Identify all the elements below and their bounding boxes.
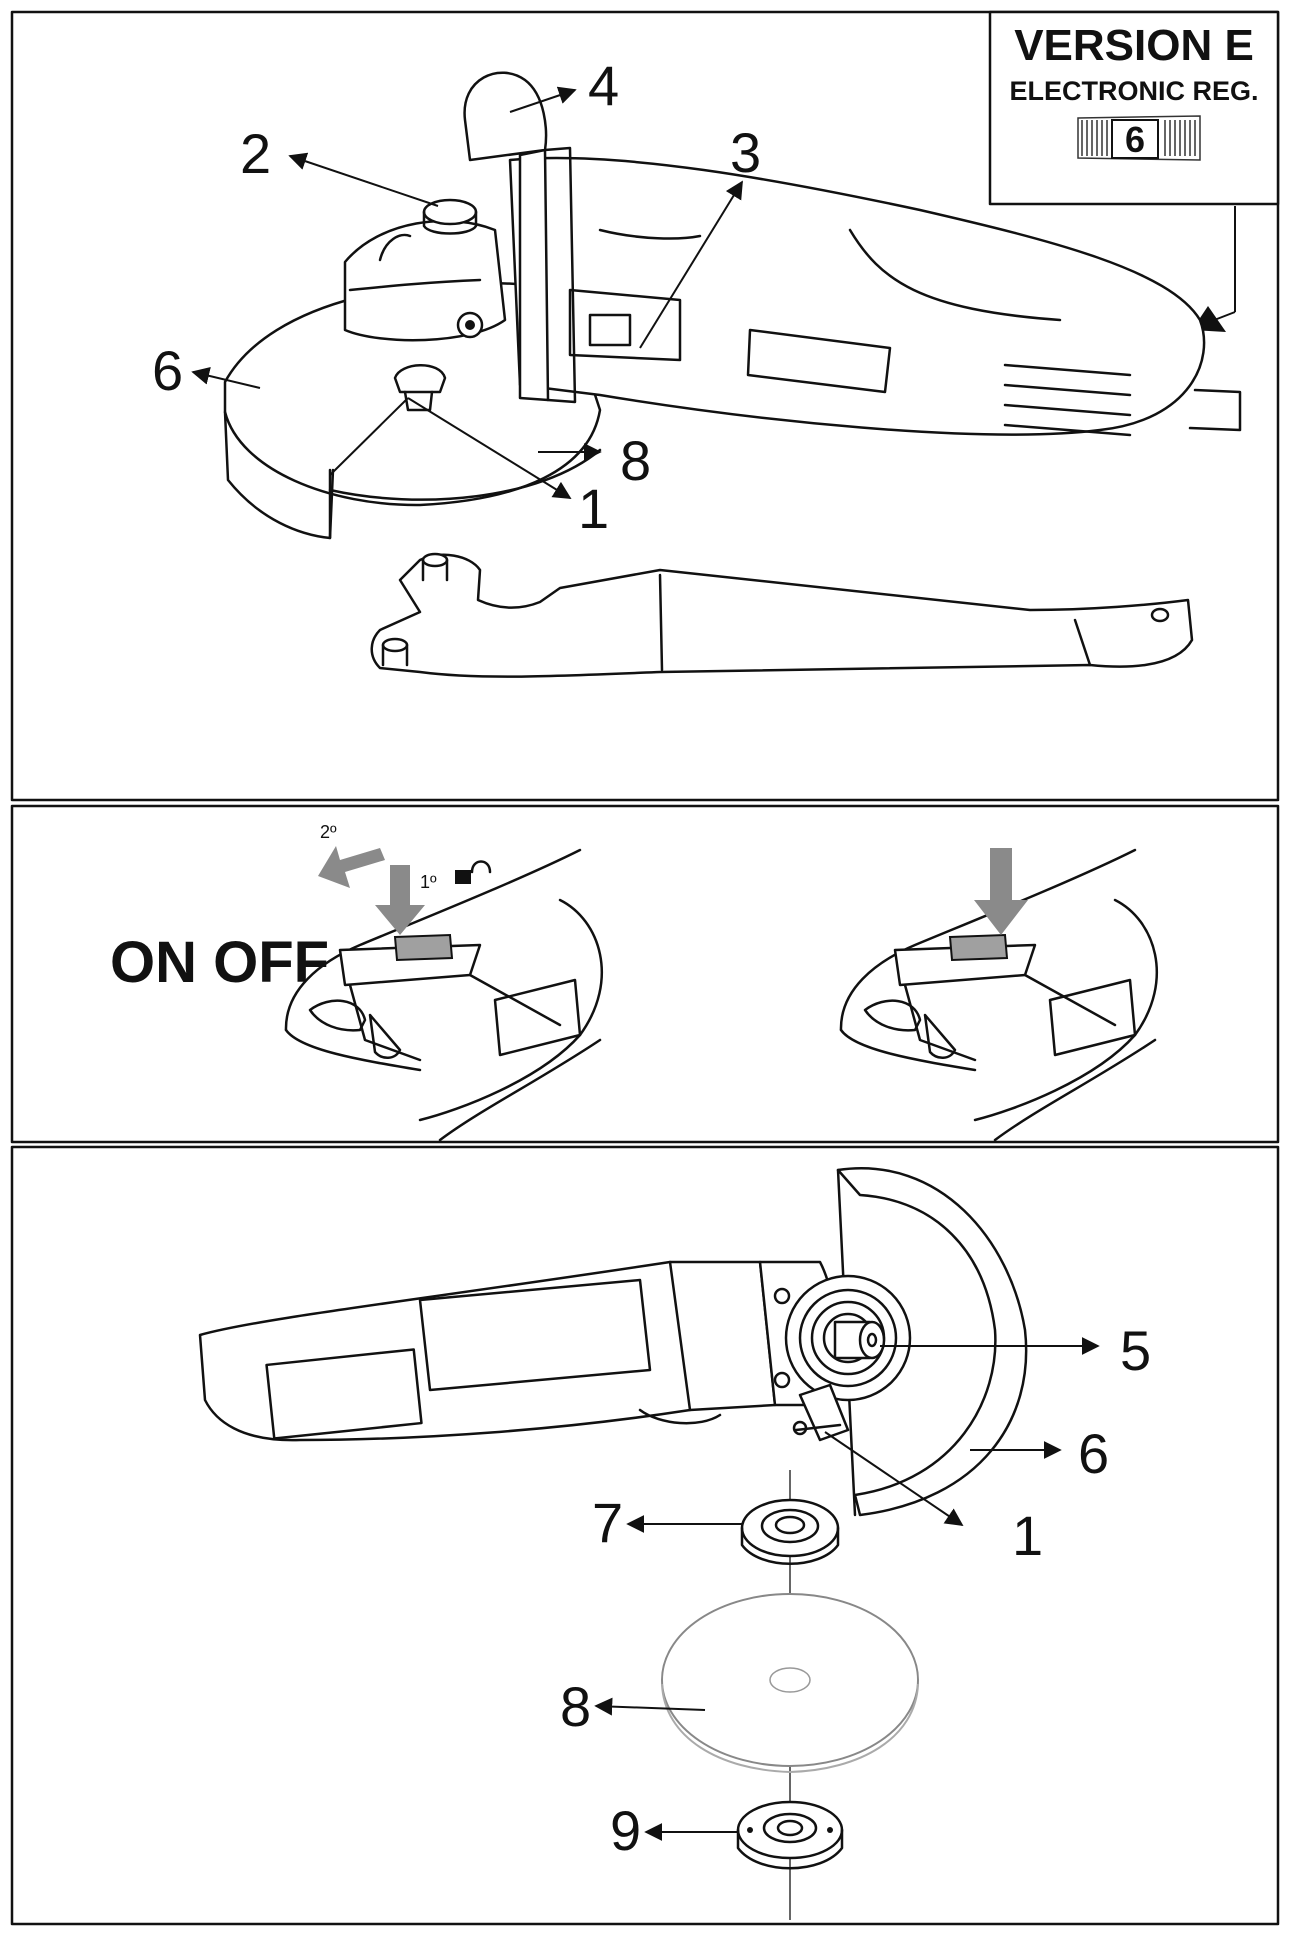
- on-off-label: ON OFF: [110, 930, 329, 995]
- on-off-switch: [588, 313, 632, 347]
- power-cord: [1188, 388, 1242, 432]
- step-two-label: 2º: [320, 822, 337, 842]
- spanner-wrench: [370, 552, 1194, 678]
- outer-clamp-nut: [736, 1800, 844, 1870]
- grinding-disc: [661, 1593, 919, 1774]
- switch-slider-right: [948, 933, 1009, 962]
- motor-housing: [508, 156, 1206, 436]
- label-8-bottom: 8: [560, 1675, 591, 1738]
- speed-dial-icon: 6: [1077, 115, 1201, 161]
- switch-detail-right: [839, 848, 1158, 1142]
- press-arrow-icon: [375, 865, 425, 935]
- step-one-label: 1º: [420, 872, 437, 892]
- label-3: 3: [730, 121, 761, 184]
- slide-arrow-icon: [318, 846, 385, 888]
- label-4: 4: [588, 54, 619, 117]
- label-6-bottom: 6: [1078, 1422, 1109, 1485]
- dial-number: 6: [1125, 119, 1145, 160]
- bottom-panel-leaders: [594, 1337, 1100, 1841]
- side-handle: [463, 71, 548, 162]
- label-7: 7: [592, 1491, 623, 1554]
- version-subtitle: ELECTRONIC REG.: [1009, 76, 1258, 106]
- label-1: 1: [578, 477, 609, 540]
- motor-housing-bottom: [198, 1260, 777, 1442]
- label-9: 9: [610, 1799, 641, 1862]
- grinder-top-view: [223, 71, 1242, 540]
- version-box: VERSION E ELECTRONIC REG. 6: [988, 10, 1280, 332]
- label-6: 6: [152, 339, 183, 402]
- label-5: 5: [1120, 1319, 1151, 1382]
- label-1-bottom: 1: [1012, 1504, 1043, 1567]
- top-panel-leaders: [191, 86, 743, 499]
- bottom-panel-frame: [10, 1145, 1280, 1926]
- switch-panel-frame: [10, 804, 1280, 1144]
- top-panel-frame: [10, 10, 1280, 802]
- unlock-icon: [455, 860, 492, 884]
- wheel-guard-bottom: [836, 1167, 1028, 1517]
- version-title: VERSION E: [1014, 21, 1254, 70]
- label-8: 8: [620, 429, 651, 492]
- gear-head: [343, 219, 507, 342]
- press-arrow-right-icon: [974, 848, 1028, 935]
- switch-detail-left: [284, 848, 603, 1142]
- wheel-guard: [223, 281, 602, 507]
- grinder-bottom-view: [198, 1167, 1028, 1517]
- switch-slider-left: [393, 933, 454, 962]
- inner-flange: [740, 1498, 840, 1565]
- label-2: 2: [240, 122, 271, 185]
